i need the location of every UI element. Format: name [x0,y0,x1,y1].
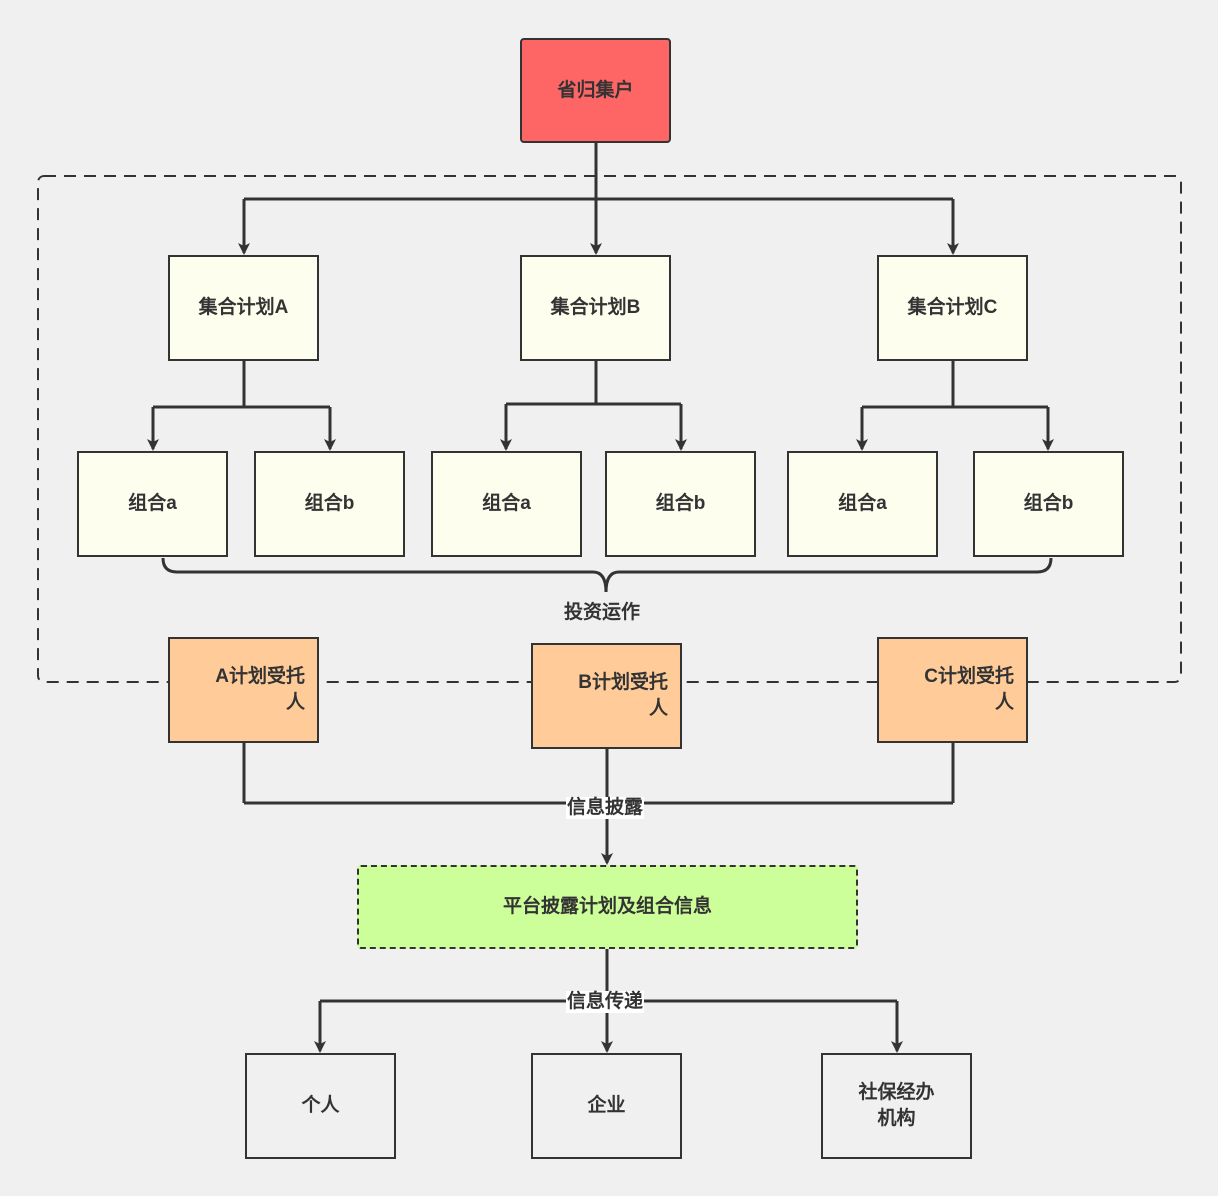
trustee-c-label-line2: 人 [994,692,1014,713]
plan-b-portfolio-b-node[interactable]: 组合b [605,451,756,557]
portfolio-label: 组合a [482,493,531,514]
trustee-b-label-line1: B计划受托 [578,672,668,693]
enterprise-label: 企业 [587,1095,626,1116]
plan-c-label: 集合计划C [907,297,998,318]
information-transfer-label: 信息传递 [566,991,645,1013]
trustee-c-node[interactable]: C计划受托 人 [877,637,1028,743]
plan-b-label: 集合计划B [550,297,641,318]
trustee-b-node[interactable]: B计划受托 人 [531,643,682,749]
portfolio-label: 组合b [1023,493,1074,514]
platform-disclosure-label: 平台披露计划及组合信息 [502,896,712,917]
portfolio-label: 组合b [655,493,706,514]
enterprise-node[interactable]: 企业 [531,1053,682,1159]
investment-brace [161,557,1053,593]
plan-b-node[interactable]: 集合计划B [520,255,671,361]
plan-a-label: 集合计划A [198,297,289,318]
plan-c-portfolio-b-node[interactable]: 组合b [973,451,1124,557]
platform-disclosure-node[interactable]: 平台披露计划及组合信息 [357,865,858,949]
social-security-agency-label-line1: 社保经办 [858,1082,935,1103]
root-account-label: 省归集户 [557,79,634,101]
trustee-c-label-line1: C计划受托 [924,666,1014,687]
portfolio-label: 组合a [128,493,177,514]
plan-c-node[interactable]: 集合计划C [877,255,1028,361]
portfolio-label: 组合b [304,493,355,514]
trustee-a-label-line1: A计划受托 [215,666,305,687]
trustee-b-label-line2: 人 [648,698,668,719]
trustee-a-node[interactable]: A计划受托 人 [168,637,319,743]
portfolio-label: 组合a [838,493,887,514]
root-account-node[interactable]: 省归集户 [520,38,671,143]
plan-a-node[interactable]: 集合计划A [168,255,319,361]
plan-b-portfolio-a-node[interactable]: 组合a [431,451,582,557]
individual-label: 个人 [301,1095,340,1116]
investment-operations-label: 投资运作 [564,602,641,623]
social-security-agency-label-line2: 机构 [877,1108,916,1129]
plan-a-portfolio-a-node[interactable]: 组合a [77,451,228,557]
individual-node[interactable]: 个人 [245,1053,396,1159]
social-security-agency-node[interactable]: 社保经办 机构 [821,1053,972,1159]
plan-a-portfolio-b-node[interactable]: 组合b [254,451,405,557]
trustee-a-label-line2: 人 [285,692,305,713]
information-disclosure-label: 信息披露 [566,797,645,819]
plan-c-portfolio-a-node[interactable]: 组合a [787,451,938,557]
